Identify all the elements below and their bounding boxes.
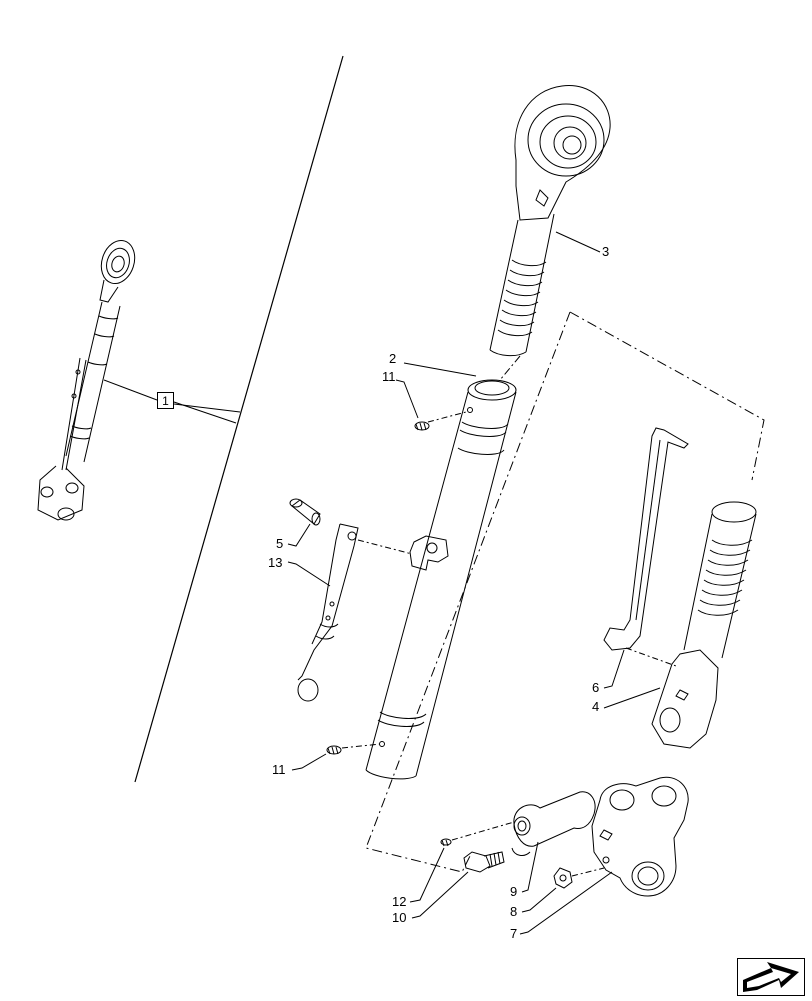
leader-11-bottom [291, 753, 327, 771]
axis-13 [357, 539, 413, 555]
leader-4 [603, 687, 661, 709]
part-8-nut [553, 867, 573, 889]
reference-leader-3 [173, 401, 237, 424]
leader-7 [519, 871, 613, 935]
callout-12: 12 [392, 894, 407, 909]
arrow-nav-graphic [737, 958, 805, 996]
leader-12 [409, 847, 445, 903]
overview-assembly [37, 240, 136, 521]
callout-8: 8 [510, 904, 518, 919]
callout-6: 6 [592, 680, 600, 695]
callout-11-top: 11 [382, 369, 396, 384]
callout-4: 4 [592, 699, 600, 714]
callout-13: 13 [268, 555, 283, 570]
reference-leader [103, 379, 158, 401]
callout-7: 7 [510, 926, 518, 941]
leader-9 [521, 841, 539, 893]
callout-3: 3 [602, 244, 610, 259]
part-11-bottom-nipple [326, 745, 342, 755]
part-10-bolt [463, 851, 505, 873]
callout-5: 5 [276, 536, 284, 551]
divider-line [134, 55, 344, 783]
callout-9: 9 [510, 884, 518, 899]
leader-2 [403, 362, 477, 377]
part-5-pin [289, 498, 321, 526]
axis-12 [451, 821, 515, 841]
part-3-upper-joint [489, 85, 611, 357]
axis-8 [571, 867, 605, 877]
axis-6 [625, 647, 677, 667]
reference-box-1: 1 [157, 392, 174, 409]
leader-5 [287, 523, 311, 547]
leader-6 [603, 649, 625, 689]
part-11-top-nipple [414, 421, 430, 431]
axis-centerline [499, 355, 521, 381]
part-9-sleeve [511, 791, 596, 856]
subassembly-boundary [569, 311, 765, 481]
callout-11-bottom: 11 [272, 762, 286, 777]
part-2-tube [365, 379, 517, 780]
axis-11-top [427, 411, 467, 423]
subassembly-boundary-2 [365, 311, 571, 873]
leader-3 [555, 231, 601, 253]
part-6-clip [603, 427, 689, 651]
part-13-lever [297, 523, 359, 702]
part-12-nipple [440, 838, 452, 847]
part-4-lower-end [651, 501, 757, 749]
leader-13 [287, 561, 331, 587]
callout-2: 2 [389, 351, 397, 366]
leader-10 [411, 871, 469, 919]
callout-10: 10 [392, 910, 407, 925]
axis-11-bottom [341, 743, 381, 749]
arrow-nav-icon[interactable] [737, 958, 805, 996]
leader-11-top [395, 379, 419, 419]
leader-8 [521, 887, 557, 913]
part-7-housing [591, 776, 689, 897]
